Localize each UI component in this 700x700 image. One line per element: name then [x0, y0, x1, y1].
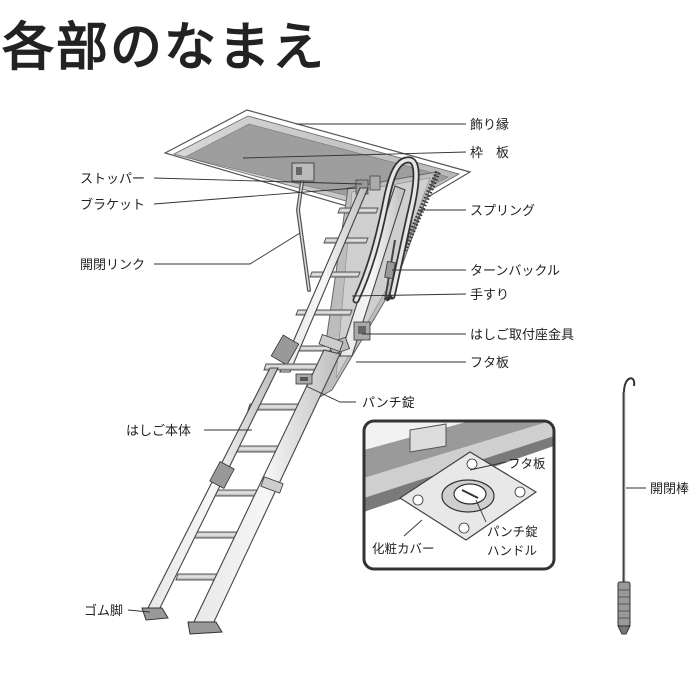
label-kaiheibou: 開閉棒	[650, 482, 689, 497]
label-bracket: ブラケット	[80, 197, 145, 213]
label-futa-ita: フタ板	[470, 356, 509, 371]
page-title: 各部のなまえ	[2, 18, 327, 78]
label-kazari-buchi: 飾り縁	[470, 117, 509, 133]
label-tesuri: 手すり	[470, 288, 509, 303]
leader-lines	[127, 123, 467, 613]
punch-lock-inset: フタ板 化粧カバー パンチ錠 ハンドル	[362, 419, 556, 571]
label-spring: スプリング	[470, 204, 535, 219]
opening-link	[295, 180, 311, 292]
ladder-lower-section	[145, 334, 344, 627]
label-hashigo-toritsuke: はしご取付座金具	[470, 327, 574, 343]
rubber-feet	[141, 607, 223, 635]
ladder-hinge	[270, 334, 300, 366]
spring	[401, 170, 441, 252]
inset-label-kesho-cover: 化粧カバー	[372, 541, 435, 556]
ladder-upper-section	[279, 185, 406, 373]
part-labels: 飾り縁 枠 板 ストッパー ブラケット スプリング 開閉リンク ターンバックル …	[80, 117, 574, 619]
inset-label-futa-ita: フタ板	[508, 456, 546, 471]
label-stopper: ストッパー	[80, 172, 145, 187]
turnbuckle	[384, 239, 396, 301]
label-turnbuckle: ターンバックル	[470, 264, 560, 279]
label-waku-ita: 枠 板	[470, 146, 509, 161]
label-punch-jo: パンチ錠	[362, 396, 415, 411]
label-kaihei-link: 開閉リンク	[80, 258, 145, 273]
inset-label-punch-jo: パンチ錠	[487, 524, 538, 539]
label-hashigo-hontai: はしご本体	[126, 423, 191, 439]
handrail	[352, 156, 420, 304]
punch-lock	[295, 373, 313, 385]
stopper	[291, 162, 315, 182]
label-gomu-ashi: ゴム脚	[84, 603, 123, 619]
opening-pole	[617, 377, 646, 635]
inset-label-handle: ハンドル	[487, 543, 537, 558]
